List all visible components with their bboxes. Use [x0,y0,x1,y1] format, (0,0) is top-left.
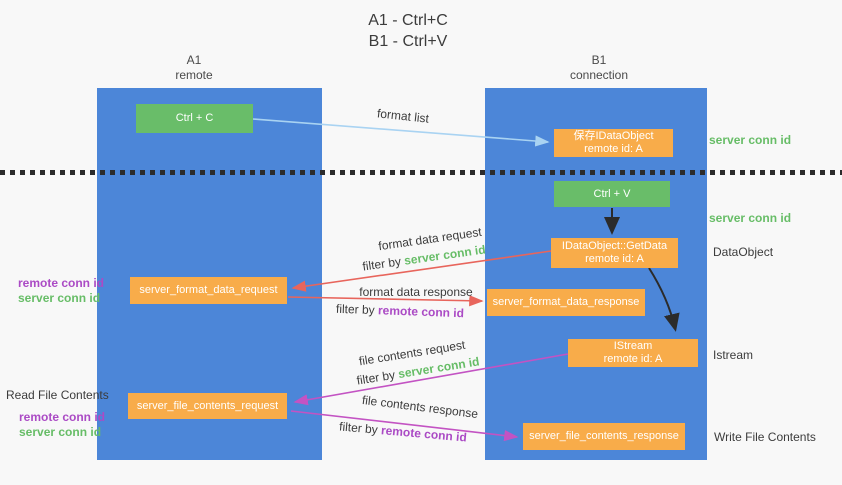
node-idataobject-getdata: IDataObject::GetData remote id: A [551,238,678,268]
label-server-conn-id-right-1: server conn id [709,133,792,147]
lane-header-b1: B1 connection [570,53,628,83]
title-line-2: B1 - Ctrl+V [368,33,448,50]
label-istream-side: Istream [713,348,754,362]
node-getdata-line2: remote id: A [585,253,644,265]
filter-by-text: filter by [335,301,375,318]
remote-conn-id-text: remote conn id [380,423,468,445]
node-file-request-label: server_file_contents_request [136,399,279,412]
filter-by-text: filter by [361,254,402,274]
label-filter-by-remote-1: filter by remote conn id [336,302,464,320]
title-line-1: A1 - Ctrl+C [368,12,448,29]
lane-header-a1: A1 remote [175,53,212,83]
remote-conn-id-text: remote conn id [377,303,465,321]
lane-b1-sub: connection [569,68,629,82]
label-read-file-contents: Read File Contents [6,388,109,402]
lane-b1-name: B1 [591,53,607,67]
label-dataobject: DataObject [713,245,774,259]
node-getdata-line1: IDataObject::GetData [561,240,668,252]
label-server-conn-id-left-2: server conn id [19,425,102,439]
node-save-idataobject: 保存IDataObject remote id: A [554,129,673,157]
lane-a1-name: A1 [186,53,202,67]
conn-id-pair-bottom: remote conn id server conn id [19,410,105,440]
node-istream-line1: IStream [613,340,653,352]
node-server-file-contents-request: server_file_contents_request [128,393,287,419]
node-ctrl-c: Ctrl + C [136,104,253,133]
node-file-response-label: server_file_contents_response [529,430,679,442]
node-ctrl-v: Ctrl + V [554,181,670,207]
node-format-request-label: server_format_data_request [139,284,278,296]
label-format-data-response: format data response [359,285,473,299]
lane-a1-sub: remote [175,68,213,82]
node-save-idataobject-line1: 保存IDataObject [573,130,654,142]
node-server-format-data-response: server_format_data_response [487,289,645,316]
conn-id-pair-top: remote conn id server conn id [18,276,104,306]
node-ctrl-c-label: Ctrl + C [175,112,214,124]
label-remote-conn-id-left-1: remote conn id [18,276,105,290]
node-istream: IStream remote id: A [568,339,698,367]
label-server-conn-id-right-2: server conn id [709,211,792,225]
label-remote-conn-id-left-2: remote conn id [19,410,106,424]
node-server-format-data-request: server_format_data_request [130,277,287,304]
node-istream-line2: remote id: A [603,353,663,365]
label-server-conn-id-left-1: server conn id [18,291,101,305]
filter-by-text: filter by [355,367,397,388]
label-format-list: format list [376,106,430,126]
label-filter-by-remote-2: filter by remote conn id [339,419,468,444]
label-write-file-contents: Write File Contents [714,430,816,444]
node-format-response-label: server_format_data_response [492,296,640,308]
node-server-file-contents-response: server_file_contents_response [523,423,685,450]
diagram-title: A1 - Ctrl+C B1 - Ctrl+V [368,10,448,52]
node-ctrl-v-label: Ctrl + V [593,187,631,200]
filter-by-text: filter by [338,419,379,437]
node-save-idataobject-line2: remote id: A [584,143,643,155]
label-file-contents-response: file contents response [361,392,479,422]
